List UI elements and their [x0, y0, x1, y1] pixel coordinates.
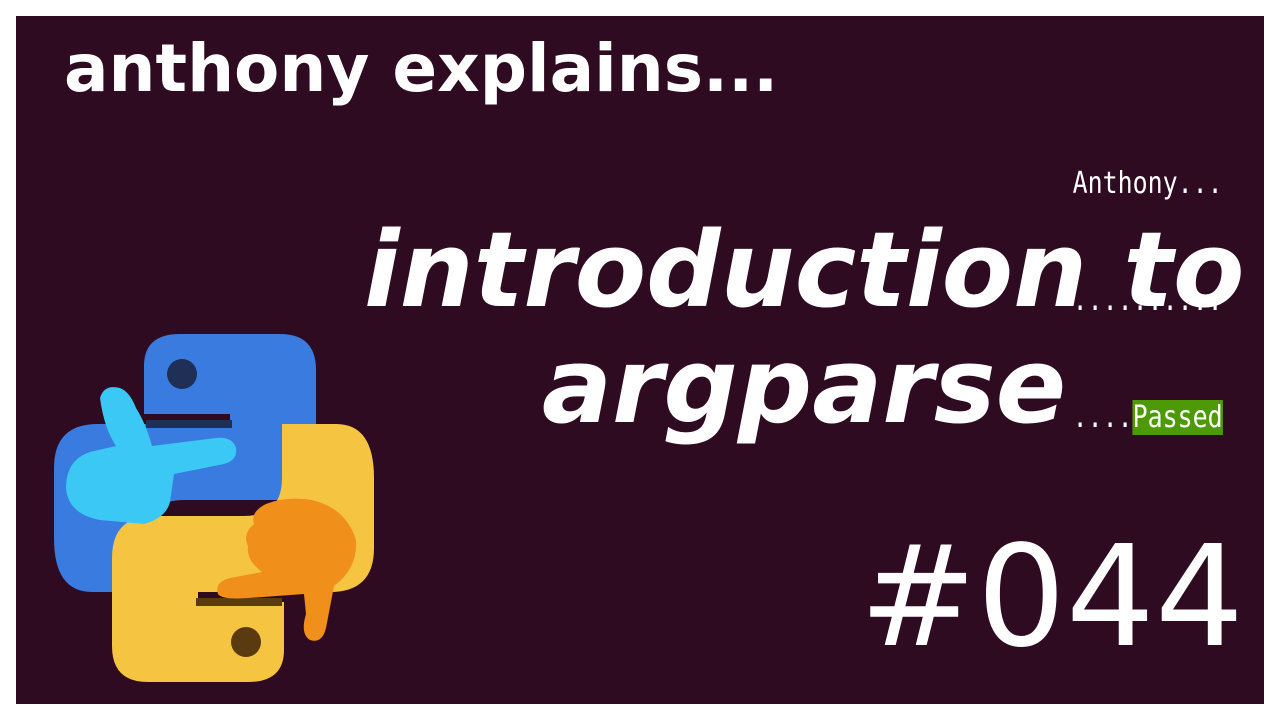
thumbnail-frame: anthony explains... Anthony... .........…	[16, 16, 1264, 704]
python-logo-icon	[54, 334, 374, 682]
episode-number: #044	[859, 516, 1244, 679]
terminal-dots: ....	[1072, 400, 1133, 435]
passed-badge: Passed	[1132, 400, 1223, 435]
terminal-line-1: Anthony...	[1072, 166, 1223, 201]
topic-line-2: argparse	[541, 325, 1067, 447]
terminal-status: Anthony... .......... ....Passed	[1073, 86, 1242, 515]
python-yellow-half	[112, 424, 374, 682]
terminal-line-2: ..........	[1072, 283, 1223, 318]
topic-line-1: introduction to	[364, 209, 1245, 331]
pointing-left-hand-icon	[217, 498, 357, 641]
pointing-right-hand-icon	[66, 387, 237, 524]
terminal-line-3: ....Passed	[1073, 398, 1242, 437]
video-topic: introduction to argparse	[364, 209, 1245, 447]
series-title: anthony explains...	[64, 30, 779, 107]
